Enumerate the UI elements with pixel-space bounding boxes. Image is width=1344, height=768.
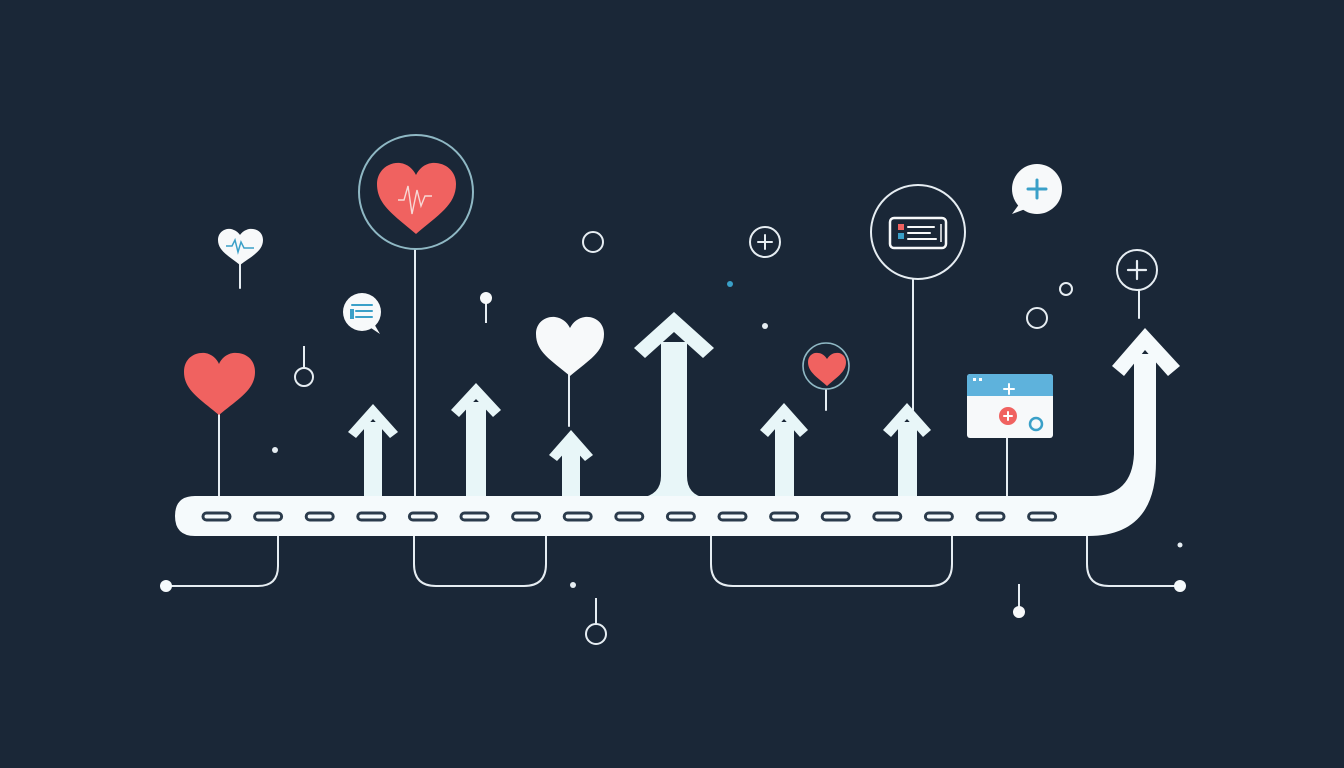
up-arrow-icon: [348, 404, 398, 500]
track-dash: [1027, 511, 1058, 522]
connector-left: [165, 533, 279, 587]
track-dash: [356, 511, 387, 522]
pin-node: [1013, 584, 1025, 618]
up-arrows: [348, 312, 931, 500]
track-dash: [769, 511, 800, 522]
ring-dot: [1026, 307, 1048, 329]
track-dash: [459, 511, 490, 522]
track-dash: [820, 511, 851, 522]
pin-node: [480, 292, 492, 323]
track-dash: [923, 511, 954, 522]
up-arrow-icon: [634, 312, 714, 498]
up-arrow-icon: [1112, 328, 1180, 376]
connector-right: [1086, 533, 1181, 587]
node-dot-right: [1174, 580, 1186, 592]
node-dot-left: [160, 580, 172, 592]
track-dashes: [201, 511, 1058, 522]
track-dash: [511, 511, 542, 522]
heart-pulse-icon: [218, 228, 263, 265]
pin-node: [585, 598, 607, 645]
heart-icon: [808, 352, 846, 386]
window-card-icon: [967, 374, 1053, 438]
tablet-card-icon: [888, 216, 948, 250]
track-dash: [304, 511, 335, 522]
chat-plus-icon: [1012, 164, 1062, 214]
up-arrow-icon: [883, 403, 931, 500]
track-dash: [872, 511, 903, 522]
track-dash: [201, 511, 232, 522]
pin-node: [294, 346, 314, 387]
stems: [218, 249, 1140, 499]
up-arrow-icon: [549, 430, 593, 500]
timeline-track: [175, 354, 1156, 536]
lower-connectors: [165, 533, 1181, 587]
ring-dot: [1059, 282, 1073, 296]
heart-icon: [536, 316, 604, 376]
track-dash: [614, 511, 645, 522]
ring-dot: [582, 231, 604, 253]
track-dash: [407, 511, 438, 522]
track-dash: [975, 511, 1006, 522]
plus-circle-icon: [1116, 249, 1158, 291]
connector-bracket-1: [413, 533, 547, 587]
up-arrow-icon: [451, 383, 501, 500]
track-dash: [717, 511, 748, 522]
heart-pulse-icon: [377, 162, 456, 234]
track-dash: [665, 511, 696, 522]
connector-bracket-2: [710, 533, 953, 587]
chat-list-icon: [343, 293, 381, 334]
up-arrow-icon: [760, 403, 808, 500]
track-dash: [562, 511, 593, 522]
plus-circle-icon: [749, 226, 781, 258]
decorations: [272, 231, 1183, 645]
track-dash: [253, 511, 284, 522]
heart-icon: [184, 352, 255, 415]
